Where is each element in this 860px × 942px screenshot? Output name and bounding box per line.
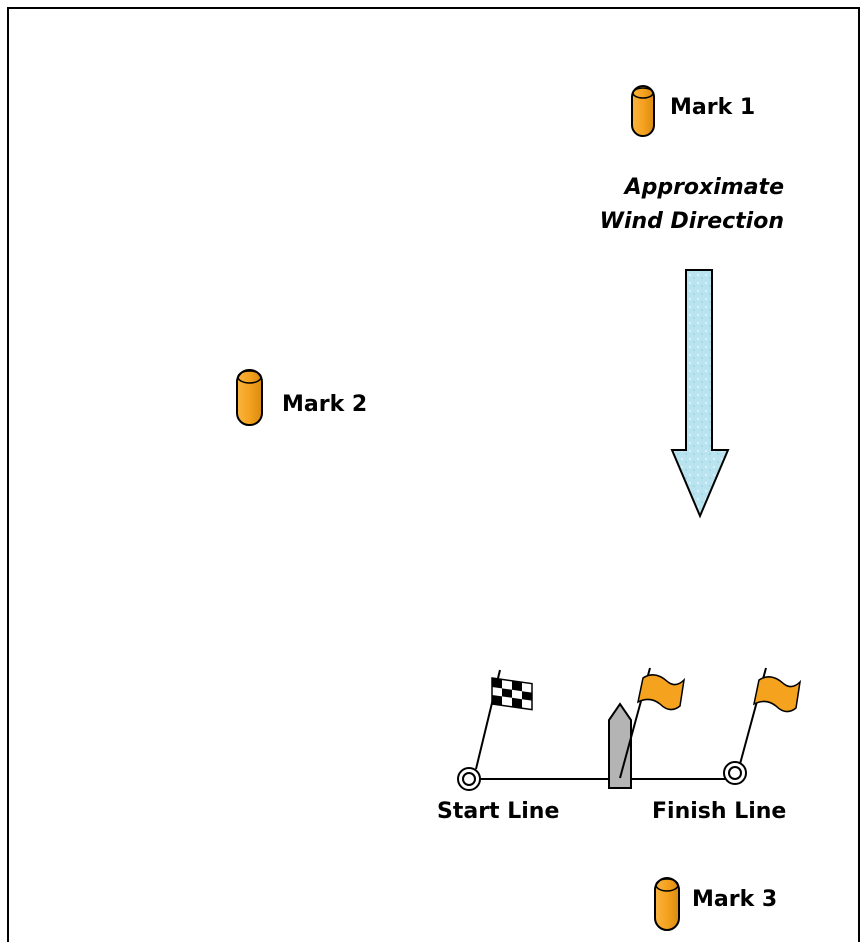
mark-3-label: Mark 3 [692,887,778,912]
finish-flag-icon [739,667,802,765]
finish-line-label: Finish Line [652,799,787,824]
start-line-label: Start Line [437,799,560,824]
mark-2-label: Mark 2 [282,392,368,417]
wind-direction-caption: Approximate Wind Direction [600,171,784,239]
checkered-flag-icon [475,669,533,770]
mark-1-buoy-icon [631,85,655,137]
committee-boat-flag-icon [619,667,686,779]
committee-boat-icon [608,702,632,789]
wind-caption-line-1: Approximate [624,175,784,200]
mark-2-buoy-icon [236,369,263,426]
wind-caption-line-2: Wind Direction [599,209,784,234]
finish-line-buoy-icon [723,761,747,785]
mark-1-label: Mark 1 [670,95,756,120]
mark-3-buoy-icon [654,877,680,931]
wind-arrow-icon [670,269,730,519]
page-border [7,7,860,942]
start-line-buoy-icon [457,767,481,791]
